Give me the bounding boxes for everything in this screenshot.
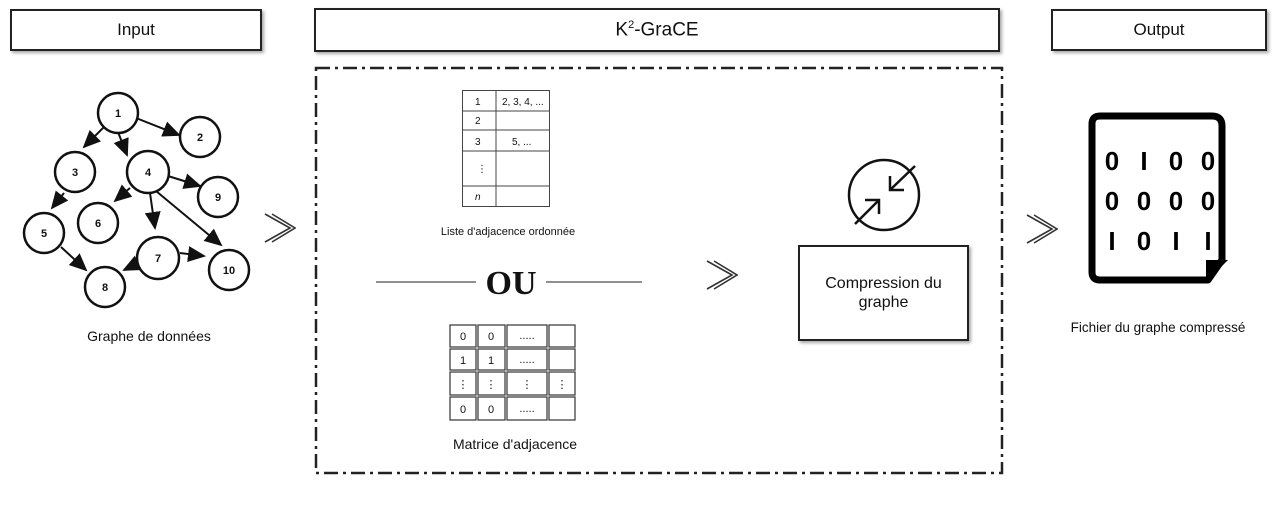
adjacency-matrix-caption: Matrice d'adjacence bbox=[452, 436, 578, 452]
output-caption: Fichier du graphe compressé bbox=[1070, 320, 1246, 335]
bit-cell: 0 bbox=[1137, 226, 1151, 256]
bit-cell: 0 bbox=[1201, 186, 1215, 216]
list-index: n bbox=[475, 192, 481, 203]
graph-node bbox=[207, 248, 251, 292]
compression-label-line1: Compression du bbox=[825, 275, 942, 292]
matrix-cell: ⋮ bbox=[522, 379, 533, 391]
graph-node bbox=[96, 91, 140, 135]
edge-4-7 bbox=[144, 192, 161, 230]
list-index: 3 bbox=[475, 137, 481, 148]
matrix-cell: 1 bbox=[488, 355, 494, 367]
graph-node bbox=[125, 149, 171, 195]
or-separator-label: OU bbox=[486, 265, 537, 302]
compressed-file-icon: 0 I 0 0 0 0 0 0 I 0 I I bbox=[1088, 112, 1228, 284]
edge-1-3 bbox=[82, 124, 107, 149]
list-value: 2, 3, 4, ... bbox=[502, 97, 544, 108]
graph-node bbox=[53, 150, 97, 194]
graph-node-label: 7 bbox=[155, 253, 161, 265]
graph-node bbox=[22, 211, 66, 255]
matrix-cell: ..... bbox=[519, 403, 534, 415]
adjacency-list-caption: Liste d'adjacence ordonnée bbox=[440, 226, 576, 238]
chevron-right-icon bbox=[706, 260, 738, 290]
edge-3-5 bbox=[50, 190, 69, 210]
bit-cell: 0 bbox=[1105, 186, 1119, 216]
graph-node-label: 2 bbox=[197, 132, 203, 144]
matrix-cell: 0 bbox=[460, 404, 466, 416]
bit-cell: 0 bbox=[1137, 186, 1151, 216]
list-index: ⋮ bbox=[477, 164, 487, 175]
chevron-right-icon bbox=[264, 213, 296, 243]
edge-5-8 bbox=[60, 246, 88, 272]
matrix-cell: ⋮ bbox=[458, 379, 469, 391]
graph-node bbox=[83, 265, 127, 309]
bit-cell: 0 bbox=[1169, 186, 1183, 216]
bit-cell: I bbox=[1204, 226, 1211, 256]
list-index: 1 bbox=[475, 97, 481, 108]
bit-cell: I bbox=[1108, 226, 1115, 256]
graph-node bbox=[196, 175, 240, 219]
compress-icon bbox=[847, 158, 921, 232]
compression-label-line2: graphe bbox=[858, 294, 909, 311]
output-header-label: Output bbox=[1133, 20, 1185, 39]
adjacency-matrix-table: 0 0 ..... 1 1 ..... ⋮ ⋮ ⋮ ⋮ 0 0 ..... bbox=[449, 324, 576, 421]
bit-cell: I bbox=[1140, 146, 1147, 176]
graph-node-label: 3 bbox=[72, 167, 78, 179]
matrix-cell: 0 bbox=[488, 404, 494, 416]
data-graph: 1 2 3 4 9 6 5 7 10 8 bbox=[22, 91, 251, 309]
edge-4-6 bbox=[113, 184, 133, 203]
graph-node bbox=[76, 201, 120, 245]
matrix-cell: 0 bbox=[488, 331, 494, 343]
graph-node-label: 10 bbox=[223, 265, 235, 277]
graph-caption: Graphe de données bbox=[87, 328, 211, 344]
graph-node bbox=[178, 115, 222, 159]
matrix-cell: ..... bbox=[519, 330, 534, 342]
bit-cell: 0 bbox=[1105, 146, 1119, 176]
adjacency-list-table: 1 2, 3, 4, ... 2 3 5, ... ⋮ n bbox=[462, 90, 550, 207]
edge-1-2 bbox=[135, 117, 181, 137]
edge-4-10 bbox=[155, 190, 223, 247]
matrix-cell: ⋮ bbox=[486, 379, 497, 391]
graph-node-label: 4 bbox=[145, 167, 152, 179]
bit-cell: 0 bbox=[1201, 146, 1215, 176]
list-value: 5, ... bbox=[512, 137, 531, 148]
graph-node-label: 8 bbox=[102, 282, 108, 294]
bit-cell: I bbox=[1172, 226, 1179, 256]
graph-node-label: 9 bbox=[215, 192, 221, 204]
input-header-label: Input bbox=[117, 20, 155, 39]
matrix-cell: 1 bbox=[460, 355, 466, 367]
edge-1-4 bbox=[113, 131, 129, 157]
graph-node-label: 5 bbox=[41, 228, 47, 240]
graph-node bbox=[135, 235, 181, 281]
output-header: Output bbox=[1051, 9, 1267, 51]
bit-cell: 0 bbox=[1169, 146, 1183, 176]
list-index: 2 bbox=[475, 116, 481, 127]
matrix-cell: 0 bbox=[460, 331, 466, 343]
compression-box: Compression du graphe bbox=[798, 245, 969, 341]
graph-node-label: 6 bbox=[95, 218, 101, 230]
matrix-cell: ⋮ bbox=[557, 379, 568, 391]
chevron-right-icon bbox=[1026, 214, 1058, 244]
edge-4-9 bbox=[167, 173, 202, 189]
main-header: K2-GraCE bbox=[314, 8, 1000, 52]
matrix-cell: ..... bbox=[519, 354, 534, 366]
input-header: Input bbox=[10, 9, 262, 51]
graph-node-label: 1 bbox=[115, 108, 121, 120]
or-separator: OU bbox=[376, 265, 642, 302]
main-header-title: K2-GraCE bbox=[615, 18, 699, 41]
edge-7-10 bbox=[179, 246, 206, 262]
